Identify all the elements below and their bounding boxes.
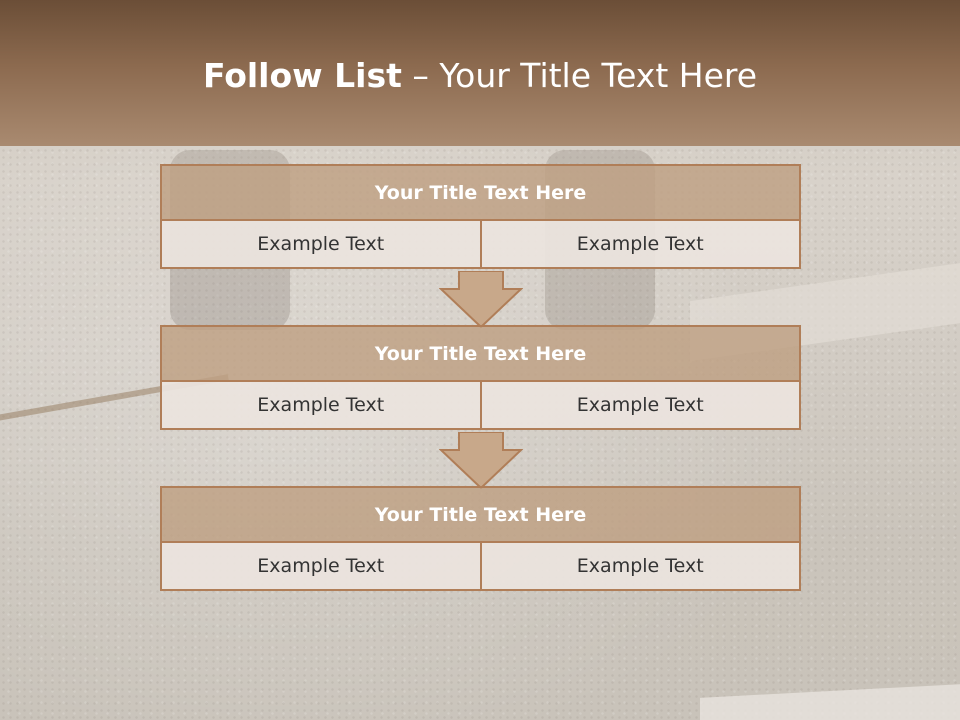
step-row-1: Example Text Example Text: [160, 219, 801, 269]
step-title-2[interactable]: Your Title Text Here: [160, 325, 801, 382]
slide-title-bold: Follow List: [202, 56, 402, 95]
step-title-1[interactable]: Your Title Text Here: [160, 164, 801, 221]
step-block-2[interactable]: Your Title Text Here Example Text Exampl…: [160, 325, 801, 430]
slide-header: Follow List – Your Title Text Here: [0, 0, 960, 146]
step-1-right-cell[interactable]: Example Text: [479, 219, 801, 269]
slide-title[interactable]: Follow List – Your Title Text Here: [0, 54, 960, 98]
step-2-right-cell[interactable]: Example Text: [479, 380, 801, 430]
step-row-2: Example Text Example Text: [160, 380, 801, 430]
down-arrow-icon: [439, 271, 523, 329]
down-arrow-icon: [439, 432, 523, 490]
step-3-left-cell[interactable]: Example Text: [160, 541, 482, 591]
step-row-3: Example Text Example Text: [160, 541, 801, 591]
step-block-3[interactable]: Your Title Text Here Example Text Exampl…: [160, 486, 801, 591]
slide-title-rest: – Your Title Text Here: [401, 56, 758, 95]
step-3-right-cell[interactable]: Example Text: [479, 541, 801, 591]
step-block-1[interactable]: Your Title Text Here Example Text Exampl…: [160, 164, 801, 269]
step-2-left-cell[interactable]: Example Text: [160, 380, 482, 430]
step-title-3[interactable]: Your Title Text Here: [160, 486, 801, 543]
step-1-left-cell[interactable]: Example Text: [160, 219, 482, 269]
